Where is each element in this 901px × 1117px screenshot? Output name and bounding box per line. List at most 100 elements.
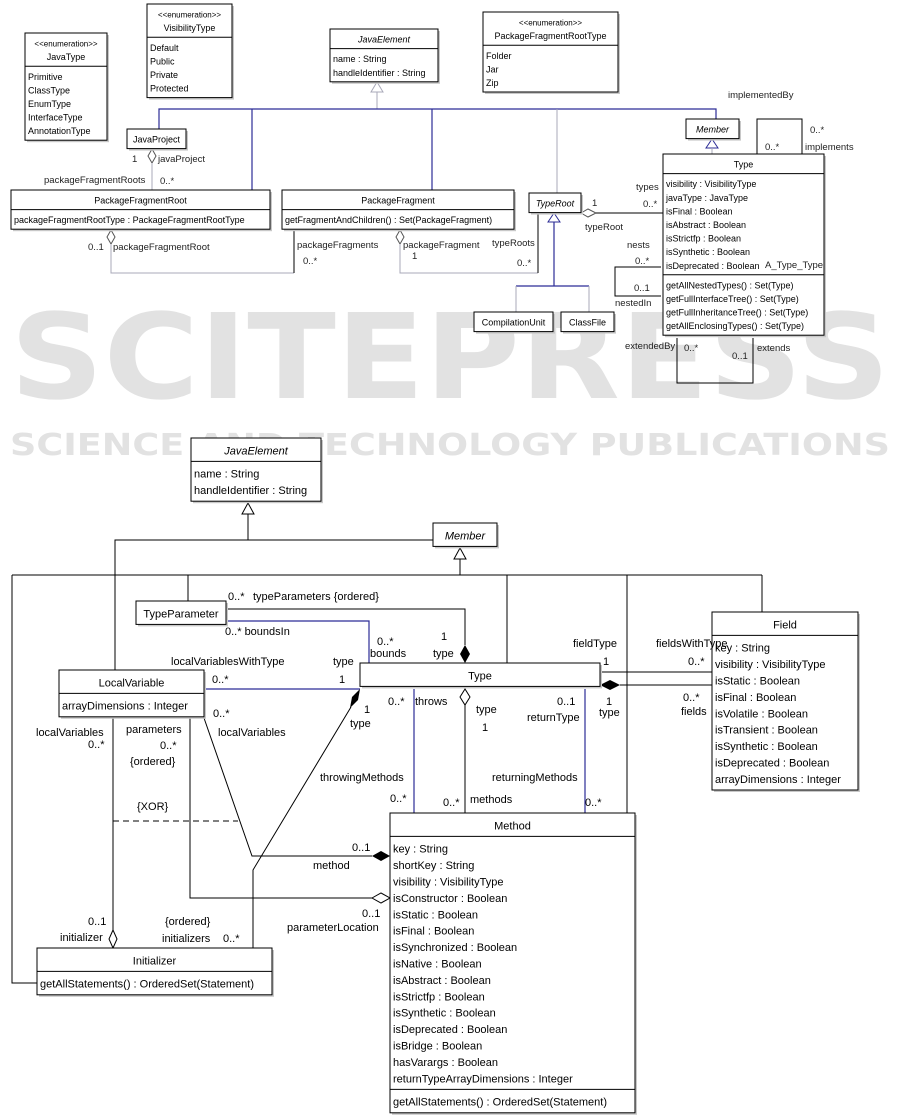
class-attribute: Jar (486, 64, 499, 74)
association-label: 0..* boundsIn (225, 626, 290, 638)
class-name: Initializer (133, 955, 177, 967)
association-label: bounds (370, 648, 407, 660)
class-operation: getAllNestedTypes() : Set(Type) (666, 280, 794, 290)
class-name: JavaType (47, 52, 86, 62)
class-attribute: isFinal : Boolean (715, 692, 796, 704)
class-attribute: name : String (194, 469, 259, 481)
class-attribute: Private (150, 70, 178, 80)
box-border (190, 437, 322, 502)
class-name: PackageFragmentRootType (494, 31, 606, 41)
class-java-project[interactable]: JavaProject (126, 128, 188, 151)
association-label: throwingMethods (320, 772, 404, 784)
class-member[interactable]: Member (432, 522, 499, 549)
association-label: localVariables (218, 727, 286, 739)
class-initializer[interactable]: Initializer getAllStatements() : OrderedS… (36, 947, 274, 997)
association-label: nestedIn (615, 298, 651, 309)
association-label: typeParameters {ordered} (253, 591, 379, 603)
class-attribute: handleIdentifier : String (194, 485, 307, 497)
association-label: 0..* (765, 142, 780, 153)
class-type-root[interactable]: TypeRoot (528, 192, 583, 215)
class-java-type[interactable]: <<enumeration>>JavaTypePrimitiveClassTyp… (24, 32, 109, 143)
class-visibility-type[interactable]: <<enumeration>>VisibilityTypeDefaultPubl… (146, 3, 234, 100)
class-attribute: Protected (150, 84, 189, 94)
class-attribute: isBridge : Boolean (393, 1040, 482, 1052)
class-name: JavaElement (223, 445, 289, 457)
class-attribute: arrayDimensions : Integer (715, 774, 841, 786)
class-operation: getAllStatements() : OrderedSet(Statemen… (40, 979, 254, 991)
aggregation-diamond (108, 928, 118, 950)
aggregation-diamond (370, 892, 392, 904)
association-label: fields (681, 706, 707, 718)
class-name: Member (445, 530, 487, 542)
association-label: javaProject (157, 154, 205, 165)
class-compilation-unit[interactable]: CompilationUnit (473, 311, 555, 334)
class-class-file[interactable]: ClassFile (560, 311, 616, 334)
association-label: localVariables (36, 727, 104, 739)
class-name: TypeParameter (143, 608, 219, 620)
class-attribute: Folder (486, 51, 512, 61)
class-attribute: isNative : Boolean (393, 958, 482, 970)
class-attribute: isConstructor : Boolean (393, 893, 507, 905)
association-label: 0..1 (352, 842, 370, 854)
composition-diamond (460, 645, 470, 663)
association-label: 1 (132, 154, 137, 165)
class-package-fragment-root[interactable]: PackageFragmentRootpackageFragmentRootTy… (10, 189, 272, 232)
association-label: 1 (603, 656, 609, 668)
association-label: type (476, 704, 497, 716)
association-label: packageFragmentRoot (113, 242, 210, 253)
association-label: typeRoots (492, 238, 535, 249)
class-attribute: isDeprecated : Boolean (666, 261, 760, 271)
association-label: 0..1 (732, 351, 748, 362)
association-label: methods (470, 794, 513, 806)
class-type[interactable]: Type (359, 662, 602, 689)
association-label: parameterLocation (287, 922, 379, 934)
class-attribute: key : String (393, 844, 448, 856)
class-pfr-type[interactable]: <<enumeration>>PackageFragmentRootTypeFo… (482, 11, 620, 94)
association-label: 0..* (683, 692, 700, 704)
association-label: 0..* (160, 740, 177, 752)
class-attribute: InterfaceType (28, 113, 83, 123)
association-label: 0..* (213, 708, 230, 720)
class-attribute: isSynthetic : Boolean (666, 247, 750, 257)
class-type-parameter[interactable]: TypeParameter (135, 600, 228, 627)
class-attribute: returnTypeArrayDimensions : Integer (393, 1073, 573, 1085)
class-attribute: AnnotationType (28, 126, 91, 136)
box-border (528, 192, 582, 214)
class-attribute: isSynchronized : Boolean (393, 942, 517, 954)
association-label: 0..* (377, 636, 394, 648)
class-name: JavaElement (357, 35, 411, 45)
association-label: 1 (364, 704, 370, 716)
association-label: 0..* (643, 199, 658, 210)
class-package-fragment[interactable]: PackageFragmentgetFragmentAndChildren() … (281, 189, 516, 232)
class-name: Type (468, 670, 492, 682)
box-border (432, 522, 498, 547)
class-attribute: shortKey : String (393, 860, 474, 872)
class-attribute: isTransient : Boolean (715, 725, 818, 737)
association-label: type (350, 718, 371, 730)
association-label: 0..* (517, 258, 532, 269)
class-name: LocalVariable (99, 677, 165, 689)
box-border (146, 3, 233, 99)
box-border (329, 28, 439, 83)
class-attribute: hasVarargs : Boolean (393, 1057, 498, 1069)
class-attribute: Public (150, 56, 175, 66)
watermark-sub: SCIENCE AND TECHNOLOGY PUBLICATIONS (10, 428, 890, 463)
association-label: 0..* (635, 256, 650, 267)
association-label: {XOR} (137, 801, 169, 813)
class-java-element[interactable]: JavaElement name : String handleIdentifier… (190, 437, 323, 504)
class-member-top[interactable]: Member (685, 118, 741, 141)
class-name: ClassFile (569, 318, 606, 328)
class-name: Field (773, 619, 797, 631)
aggregation-diamond (147, 147, 157, 165)
association-label: parameters (126, 724, 182, 736)
association-label: 0..1 (634, 283, 650, 294)
composition-diamond (600, 680, 620, 690)
class-attribute: isSynthetic : Boolean (715, 741, 818, 753)
association-label: returningMethods (492, 772, 578, 784)
class-name: Type (734, 160, 754, 170)
